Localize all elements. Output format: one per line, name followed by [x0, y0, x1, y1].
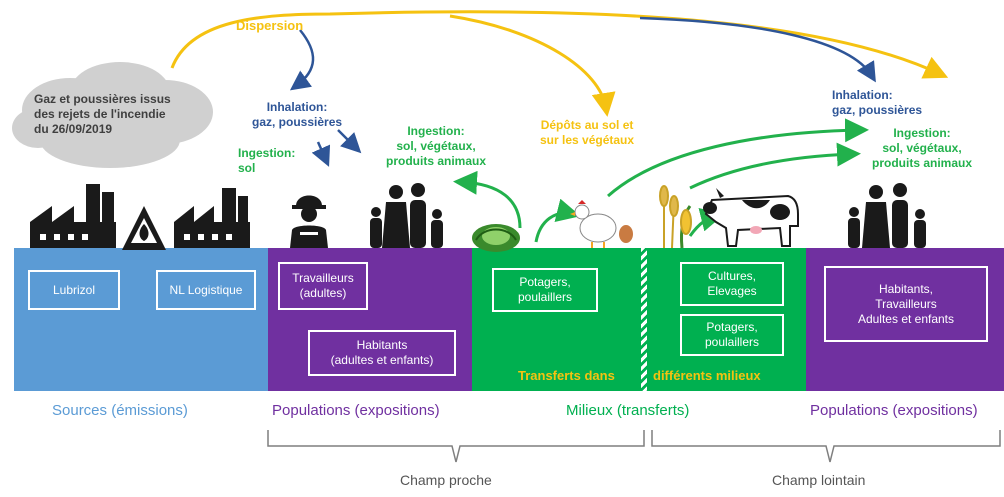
habitants-near-box: Habitants (adultes et enfants) — [308, 330, 456, 376]
ingestion-far-arrow-1 — [607, 118, 869, 198]
cloud-text: Gaz et poussières issus des rejets de l'… — [34, 92, 171, 136]
travailleurs-box: Travailleurs (adultes) — [278, 262, 368, 310]
transferts-left-label: Transferts dans — [518, 368, 615, 383]
ingestion-far-arrow-2 — [689, 142, 861, 190]
cultures-box: Cultures, Elevages — [680, 262, 784, 306]
col-milieux: Milieux (transferts) — [566, 402, 690, 419]
inhalation-far-arrow — [639, 16, 876, 83]
chicken-icon — [570, 200, 617, 248]
depots-arrow — [449, 14, 616, 117]
cabbage-icon — [472, 224, 520, 252]
ingestion-far-label: Ingestion: sol, végétaux, produits anima… — [872, 126, 973, 170]
inhalation-far-label: Inhalation: gaz, poussières — [832, 88, 923, 117]
inhalation-near-arrow-2 — [337, 129, 362, 154]
fire-hazard-icon — [122, 206, 166, 250]
inhalation-near-arrow — [289, 29, 315, 91]
potagers-near-box: Potagers, poulaillers — [492, 268, 598, 312]
cloud-shape — [12, 62, 213, 168]
dispersion-label: Dispersion — [236, 18, 304, 33]
populations-far-band — [806, 248, 1004, 391]
egg-icon — [619, 225, 633, 243]
family-icon — [370, 183, 443, 248]
lubrizol-box: Lubrizol — [28, 270, 120, 310]
crops-icon — [659, 185, 692, 249]
dispersion-arrow-main — [170, 10, 949, 79]
ingestion-near-arrow — [453, 170, 522, 229]
col-populations-near: Populations (expositions) — [272, 402, 440, 419]
col-populations-far: Populations (expositions) — [810, 402, 978, 419]
milieux-separator — [641, 248, 647, 391]
potager-to-chicken-arrow — [534, 198, 581, 243]
inhalation-near-label: Inhalation: gaz, poussières — [252, 100, 343, 129]
depots-label: Dépôts au sol et sur les végétaux — [540, 118, 635, 147]
nl-logistique-box: NL Logistique — [156, 270, 256, 310]
ingestion-sol-label: Ingestion: sol — [238, 146, 296, 175]
worker-icon — [290, 195, 328, 248]
transferts-right-label: différents milieux — [653, 368, 761, 383]
populations-near-band — [268, 248, 472, 391]
brace-champ-proche — [267, 430, 645, 463]
inhalation-sol-arrow — [311, 141, 331, 167]
habitants-far-box: Habitants, Travailleurs Adultes et enfan… — [824, 266, 988, 342]
potagers-far-box: Potagers, poulaillers — [680, 314, 784, 356]
family-icon-far — [848, 183, 926, 248]
col-sources: Sources (émissions) — [52, 402, 188, 419]
brace-champ-lointain — [651, 430, 1001, 463]
cow-icon — [703, 188, 799, 247]
milieux-band — [472, 248, 806, 391]
champ-proche-label: Champ proche — [400, 472, 492, 488]
ingestion-near-label: Ingestion: sol, végétaux, produits anima… — [386, 124, 487, 168]
champ-lointain-label: Champ lointain — [772, 472, 866, 488]
